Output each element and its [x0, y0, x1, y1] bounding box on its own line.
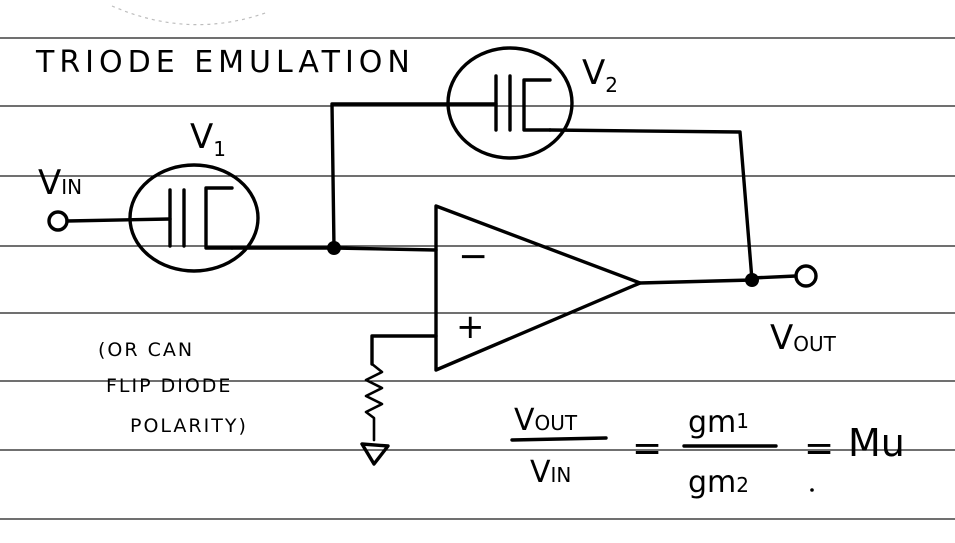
note-line-1: (OR CAN — [98, 339, 194, 361]
vout-terminal — [794, 264, 818, 288]
eq-rhs-denominator: gm2 — [688, 465, 749, 500]
feedback-left-wire — [330, 102, 498, 250]
eq-lhs-numerator: VOUT — [514, 403, 578, 438]
gain-equation: VOUT VIN = gm1 gm2 = Mu — [510, 403, 905, 500]
eq-equals-2: = — [804, 428, 834, 469]
plus-input-wire — [370, 334, 438, 366]
title: TRIODE EMULATION — [35, 45, 415, 80]
eq-lhs-denominator: VIN — [530, 455, 571, 490]
note-line-3: POLARITY) — [130, 415, 248, 437]
minus-sign: − — [458, 236, 488, 277]
ground-symbol — [360, 442, 390, 466]
eq-equals-1: = — [632, 428, 662, 469]
v1-diode — [128, 163, 260, 273]
eq-lhs-fraction-bar — [510, 436, 608, 442]
feedback-right-wire — [548, 128, 754, 282]
vin-terminal — [47, 210, 69, 232]
vin-wire — [65, 217, 172, 223]
eq-rhs-numerator: gm1 — [688, 405, 749, 440]
v2-label: V2 — [582, 53, 618, 97]
stray-dot — [810, 488, 814, 492]
op-amp — [434, 204, 642, 372]
output-node — [745, 273, 759, 287]
vout-label: VOUT — [770, 318, 837, 358]
v2-diode — [446, 46, 574, 160]
vout-wire — [750, 274, 798, 280]
output-wire — [638, 278, 754, 285]
plus-sign: + — [456, 307, 485, 347]
vin-label: VIN — [38, 163, 82, 203]
eq-result: Mu — [848, 421, 905, 465]
note-line-2: FLIP DIODE — [106, 375, 232, 397]
minus-input-wire — [332, 246, 438, 252]
v1-label: V1 — [190, 117, 226, 161]
ruled-lines — [0, 37, 955, 520]
faint-arc — [111, 5, 269, 26]
resistor — [364, 362, 384, 442]
